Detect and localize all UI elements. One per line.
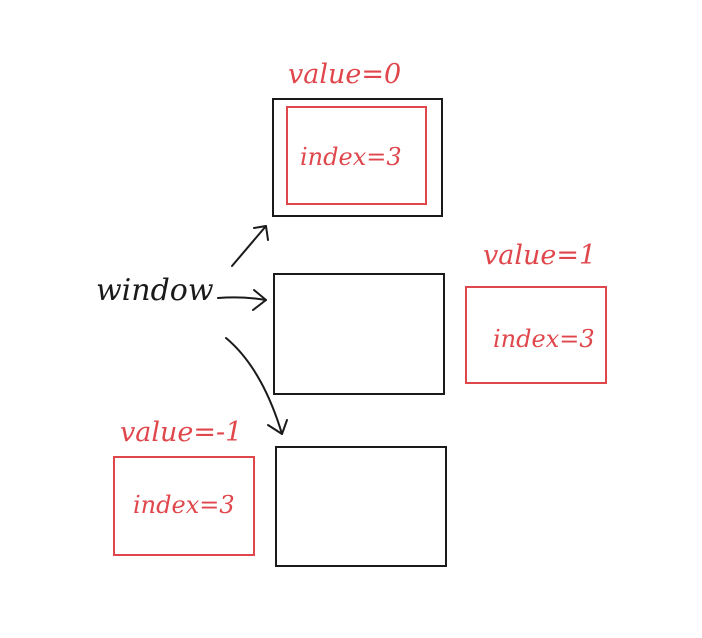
item-top-value-label: value=0 (288, 59, 401, 90)
arrow-head-bottom (267, 419, 288, 435)
item-right-value-label: value=1 (483, 240, 596, 271)
item-left-value-label: value=-1 (120, 417, 242, 448)
arrow-to-bottom-slot (225, 337, 283, 435)
item-right-index-label: index=3 (493, 325, 595, 353)
arrow-to-middle-slot (217, 296, 267, 301)
item-box-top (286, 106, 427, 205)
arrow-head-middle (252, 289, 267, 311)
item-box-left (113, 456, 255, 556)
window-slot-top (272, 98, 443, 217)
item-left-index-label: index=3 (133, 491, 235, 519)
window-slot-bottom (275, 446, 447, 567)
arrow-to-top-slot (231, 225, 267, 267)
arrow-head-top (253, 225, 269, 241)
item-box-right (465, 286, 607, 384)
window-label: window (96, 273, 214, 308)
window-slot-middle (273, 273, 445, 395)
item-top-index-label: index=3 (300, 143, 402, 171)
